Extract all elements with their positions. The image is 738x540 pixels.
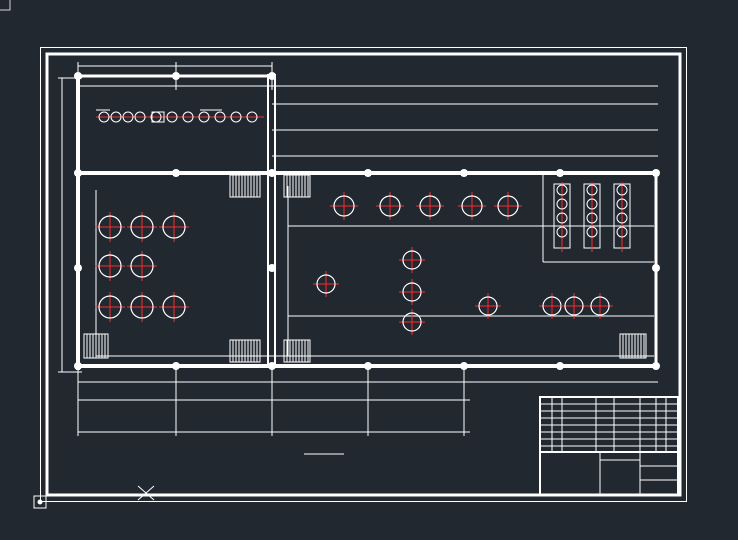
grid-node (364, 169, 372, 177)
vessel-symbol (587, 293, 613, 319)
grid-node (268, 72, 276, 80)
vessel-symbol (95, 212, 125, 242)
stair-hatch (283, 339, 311, 363)
grid-node (268, 169, 276, 177)
grid-node (268, 362, 276, 370)
vessel-symbol (475, 293, 501, 319)
grid-node (172, 362, 180, 370)
vessel-symbol (376, 192, 404, 220)
grid-node (268, 264, 276, 272)
grid-node (74, 362, 82, 370)
top-dimension-lines (77, 62, 658, 157)
grid-node (172, 72, 180, 80)
grid-node (652, 362, 660, 370)
grid-node (652, 169, 660, 177)
vessel-symbol (313, 271, 339, 297)
grid-node (364, 362, 372, 370)
column-stack (553, 182, 571, 252)
stair-hatch (283, 174, 311, 198)
vessel-symbol (127, 212, 157, 242)
stair-hatch (619, 333, 647, 359)
grid-node (172, 169, 180, 177)
column-stack (613, 182, 631, 252)
vessel-symbol (95, 251, 125, 281)
sheet-inner-border (45, 52, 682, 497)
grid-node (74, 72, 82, 80)
grid-node (74, 264, 82, 272)
vessel-symbol (127, 292, 157, 322)
vessel-symbol (95, 292, 125, 322)
corner-bracket-icon (0, 0, 11, 11)
grid-node (556, 362, 564, 370)
stair-hatch (83, 333, 109, 359)
vessel-symbol (399, 247, 425, 273)
vessel-symbol (159, 292, 189, 322)
conveyor-line (96, 109, 264, 123)
title-block-rows (540, 397, 678, 452)
column-stack (583, 182, 601, 252)
bottom-dimension-lines (77, 370, 658, 436)
vessel-symbol (561, 293, 587, 319)
column-grid-nodes (74, 72, 660, 370)
vessel-symbol (159, 212, 189, 242)
stair-hatch (229, 339, 261, 363)
grid-node (556, 169, 564, 177)
vessel-symbol (330, 192, 358, 220)
vessel-symbol (127, 251, 157, 281)
grid-node (460, 169, 468, 177)
crosshair-icon (137, 485, 155, 501)
vessel-symbol (416, 192, 444, 220)
stair-hatches (83, 174, 647, 363)
equipment-symbols (95, 109, 631, 335)
vessel-symbol (399, 279, 425, 305)
sheet-outer-frame (40, 47, 687, 502)
origin-marker-icon (33, 495, 47, 509)
vessel-symbol (399, 309, 425, 335)
grid-node (74, 169, 82, 177)
vessel-symbol (494, 192, 522, 220)
vessel-symbol (458, 192, 486, 220)
building-walls (76, 74, 658, 370)
grid-node (652, 264, 660, 272)
stair-hatch (229, 174, 261, 198)
grid-node (460, 362, 468, 370)
